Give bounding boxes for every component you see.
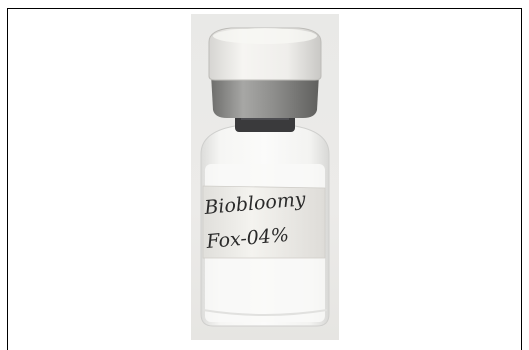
vial-label xyxy=(202,185,326,259)
vial-illustration: Biobloomy Fox-04% xyxy=(200,27,330,327)
vial-photo: Biobloomy Fox-04% xyxy=(191,14,339,340)
crimp-seal xyxy=(211,74,319,118)
